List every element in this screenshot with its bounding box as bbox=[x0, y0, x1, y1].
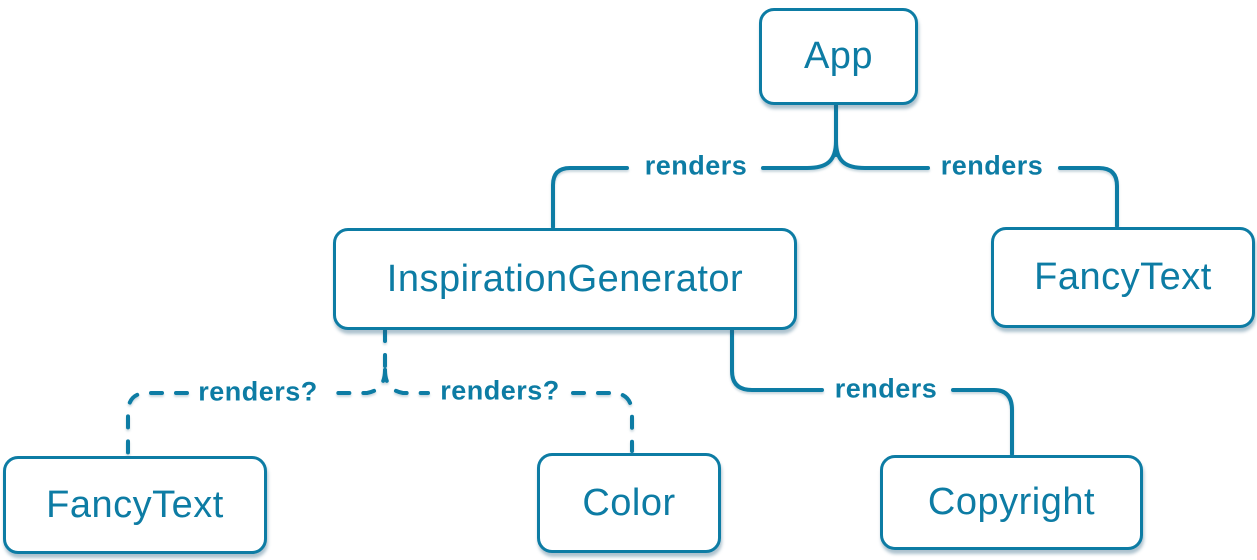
edge-ig-copyright-right-part bbox=[951, 388, 1014, 456]
node-app: App bbox=[759, 8, 918, 105]
edge-ig-color-left-part bbox=[383, 368, 430, 395]
node-copyright: Copyright bbox=[880, 455, 1143, 550]
edge-label-ig-fancytext: renders? bbox=[198, 376, 318, 407]
edge-app-fancytext-left-part bbox=[834, 139, 930, 170]
node-inspiration-generator-label: InspirationGenerator bbox=[386, 257, 744, 300]
node-inspiration-generator: InspirationGenerator bbox=[333, 228, 797, 330]
edge-label-app-fancytext: renders bbox=[940, 150, 1044, 181]
edge-label-ig-color: renders? bbox=[440, 375, 560, 406]
node-color: Color bbox=[537, 453, 721, 553]
node-color-label: Color bbox=[582, 481, 676, 524]
node-fancy-text-bottom: FancyText bbox=[3, 456, 267, 554]
node-fancy-text-top: FancyText bbox=[991, 227, 1255, 328]
edge-app-inspirationgenerator-left-part bbox=[551, 166, 629, 229]
edge-label-app-inspirationgenerator: renders bbox=[644, 150, 748, 181]
edge-ig-copyright-left-part bbox=[730, 328, 824, 392]
edge-ig-fancytext-left-part bbox=[126, 391, 189, 457]
node-app-label: App bbox=[803, 35, 874, 77]
edge-app-inspirationgenerator-right-part bbox=[761, 139, 838, 170]
node-fancy-text-top-label: FancyText bbox=[1034, 256, 1212, 298]
edge-app-fancytext-right-part bbox=[1058, 166, 1119, 228]
node-fancy-text-bottom-label: FancyText bbox=[46, 483, 224, 526]
edge-ig-fancytext-right-part bbox=[331, 368, 387, 395]
edge-label-ig-copyright: renders bbox=[834, 373, 938, 404]
edge-ig-color-right-part bbox=[571, 391, 634, 453]
node-copyright-label: Copyright bbox=[927, 481, 1096, 523]
